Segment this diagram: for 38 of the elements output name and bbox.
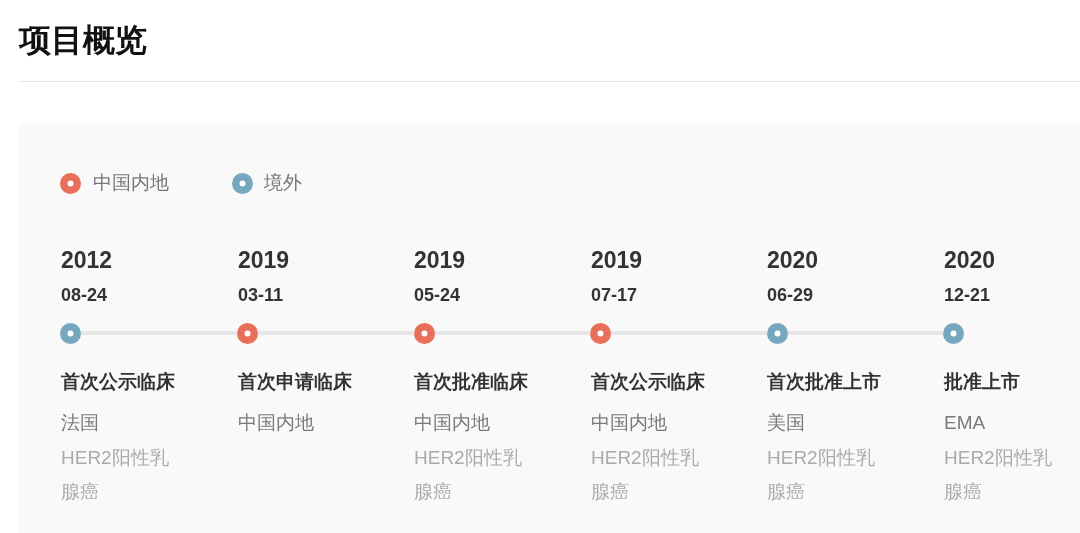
indication-text: HER2阳性乳腺癌 bbox=[414, 446, 523, 504]
timeline-dot bbox=[413, 322, 435, 344]
year-label: 2012 bbox=[61, 247, 113, 273]
region-text: 中国内地 bbox=[414, 411, 490, 435]
timeline-dot bbox=[589, 322, 611, 344]
legend-label: 中国内地 bbox=[93, 171, 169, 195]
milestone-title: 首次公示临床 bbox=[61, 370, 175, 394]
milestone-title: 批准上市 bbox=[944, 370, 1020, 394]
region-text: EMA bbox=[944, 411, 986, 435]
indication-text: HER2阳性乳腺癌 bbox=[944, 446, 1053, 504]
date-label: 06-29 bbox=[767, 284, 814, 306]
region-text: 中国内地 bbox=[591, 411, 667, 435]
year-label: 2019 bbox=[238, 247, 290, 273]
milestone-title: 首次申请临床 bbox=[238, 370, 352, 394]
milestone-title: 首次批准上市 bbox=[767, 370, 881, 394]
milestone-title: 首次公示临床 bbox=[591, 370, 705, 394]
year-label: 2019 bbox=[591, 247, 643, 273]
timeline-dot bbox=[942, 322, 964, 344]
date-label: 08-24 bbox=[61, 284, 108, 306]
year-label: 2020 bbox=[944, 247, 996, 273]
page-title: 项目概览 bbox=[19, 21, 147, 60]
indication-text: HER2阳性乳腺癌 bbox=[767, 446, 876, 504]
year-label: 2019 bbox=[414, 247, 466, 273]
region-text: 美国 bbox=[767, 411, 805, 435]
date-label: 05-24 bbox=[414, 284, 461, 306]
region-text: 法国 bbox=[61, 411, 99, 435]
date-label: 07-17 bbox=[591, 284, 638, 306]
timeline-dot bbox=[766, 322, 788, 344]
date-label: 12-21 bbox=[944, 284, 991, 306]
year-label: 2020 bbox=[767, 247, 819, 273]
timeline-dot bbox=[59, 322, 81, 344]
milestone-title: 首次批准临床 bbox=[414, 370, 528, 394]
indication-text: HER2阳性乳腺癌 bbox=[591, 446, 700, 504]
date-label: 03-11 bbox=[238, 284, 284, 306]
indication-text: HER2阳性乳腺癌 bbox=[61, 446, 170, 504]
legend-label: 境外 bbox=[264, 171, 302, 195]
timeline-dot bbox=[236, 322, 258, 344]
region-text: 中国内地 bbox=[238, 411, 314, 435]
